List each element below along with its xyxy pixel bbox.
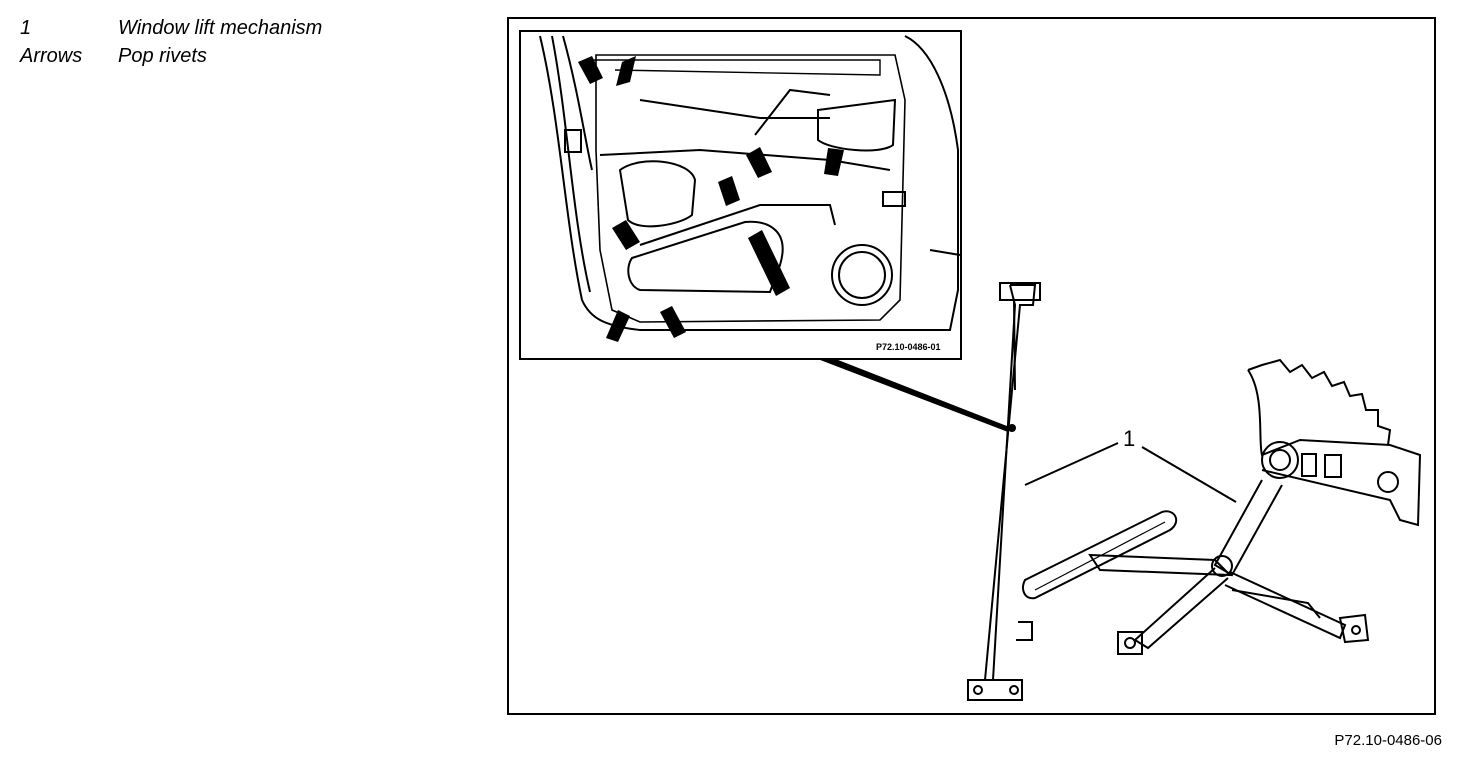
door-panel-drawing (539, 35, 961, 331)
inset-code: P72.10-0486-01 (876, 342, 941, 352)
callout-label: 1 (1123, 426, 1135, 451)
figure-frame (507, 17, 1436, 715)
inset-leader (815, 358, 1012, 432)
legend-key: Arrows (20, 45, 83, 67)
legend-text: Pop rivets (118, 45, 207, 67)
legend-key: 1 (20, 17, 32, 39)
rail-leader-dot (1008, 424, 1016, 432)
figure-code: P72.10-0486-06 (1334, 732, 1442, 749)
legend-row: 1 Window lift mechanism (20, 14, 322, 42)
window-lift-rail (967, 282, 1041, 701)
window-lift-arms (1022, 358, 1422, 655)
legend-text: Window lift mechanism (118, 17, 323, 39)
legend: 1 Window lift mechanism Arrows Pop rivet… (20, 14, 322, 70)
inset-frame (519, 30, 962, 360)
callout-leaders (1024, 442, 1237, 503)
pop-rivet-arrows (578, 56, 844, 342)
legend-row: Arrows Pop rivets (20, 42, 322, 70)
